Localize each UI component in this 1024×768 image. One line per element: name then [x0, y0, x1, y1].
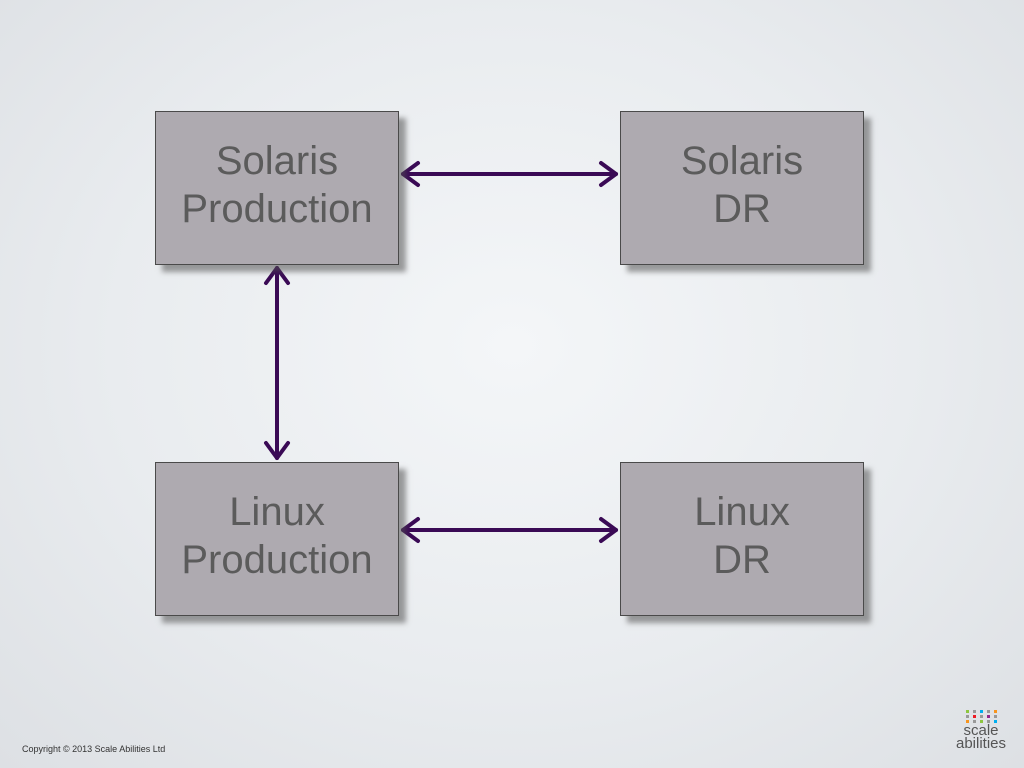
copyright-footer: Copyright © 2013 Scale Abilities Ltd: [22, 744, 166, 754]
solaris-dr-label-line2: DR: [713, 187, 771, 231]
arrow-solaris-production-to-linux-production: [264, 266, 290, 460]
solaris-production-label-line2: Production: [181, 187, 373, 231]
logo-text-abilities: abilities: [955, 735, 1007, 752]
linux-dr-box: Linux DR: [620, 462, 864, 616]
solaris-production-box: Solaris Production: [155, 111, 399, 265]
solaris-dr-box: Solaris DR: [620, 111, 864, 265]
linux-production-label-line2: Production: [181, 538, 373, 582]
linux-production-label-line1: Linux: [229, 490, 325, 534]
scale-abilities-logo: scale abilities: [948, 710, 1014, 760]
arrow-solaris-production-to-solaris-dr: [401, 161, 618, 187]
linux-dr-label-line2: DR: [713, 538, 771, 582]
linux-production-box: Linux Production: [155, 462, 399, 616]
arrow-linux-production-to-linux-dr: [401, 517, 618, 543]
solaris-production-label-line1: Solaris: [215, 139, 339, 183]
logo-dots-icon: [948, 710, 1014, 724]
logo-text-scale: scale: [963, 722, 999, 739]
solaris-dr-label-line1: Solaris: [680, 139, 804, 183]
linux-dr-label-line1: Linux: [694, 490, 790, 534]
